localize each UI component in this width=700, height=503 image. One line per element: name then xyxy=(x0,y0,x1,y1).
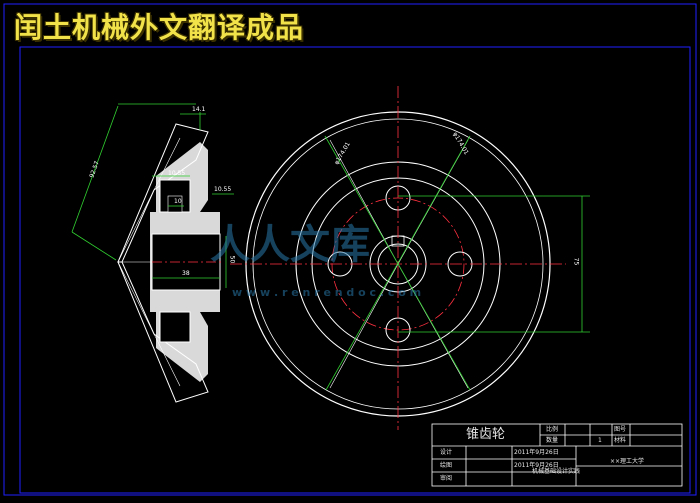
banner-title: 闰土机械外文翻译成品 xyxy=(14,11,305,44)
dim-c: 10 xyxy=(174,198,182,205)
outer-border xyxy=(3,3,697,496)
draw-date: 2011年9月26日 xyxy=(514,462,559,469)
school-name: ××理工大学 xyxy=(610,458,645,465)
qty-label: 数量 xyxy=(546,437,559,444)
design-label: 设计 xyxy=(440,449,453,456)
title-block xyxy=(431,423,683,487)
watermark-url: w w w . r e n r e n d o c . c o m xyxy=(232,286,422,299)
dim-face-width: 14.1 xyxy=(192,106,206,113)
section-dimensions xyxy=(71,103,234,288)
material-label: 材料 xyxy=(614,437,627,444)
watermark-logo-text: 人人文库 xyxy=(210,222,370,268)
dim-bolt-circle: 75 xyxy=(572,257,580,266)
dim-a: 10.55 xyxy=(168,170,186,177)
review-label: 审阅 xyxy=(440,475,453,482)
inner-border xyxy=(19,46,691,494)
section-view xyxy=(117,123,222,403)
sheet-label: 图号 xyxy=(614,426,627,433)
dim-bore-len: 38 xyxy=(182,270,190,277)
part-name: 锥齿轮 xyxy=(466,427,506,442)
scale-label: 比例 xyxy=(546,426,559,433)
design-date: 2011年9月26日 xyxy=(514,449,559,456)
qty-value: 1 xyxy=(598,437,602,444)
draw-label: 绘图 xyxy=(440,462,453,469)
course-name: 机械基础设计实践 xyxy=(532,468,581,475)
dim-b: 10.55 xyxy=(214,186,232,193)
front-dimensions xyxy=(324,135,590,391)
